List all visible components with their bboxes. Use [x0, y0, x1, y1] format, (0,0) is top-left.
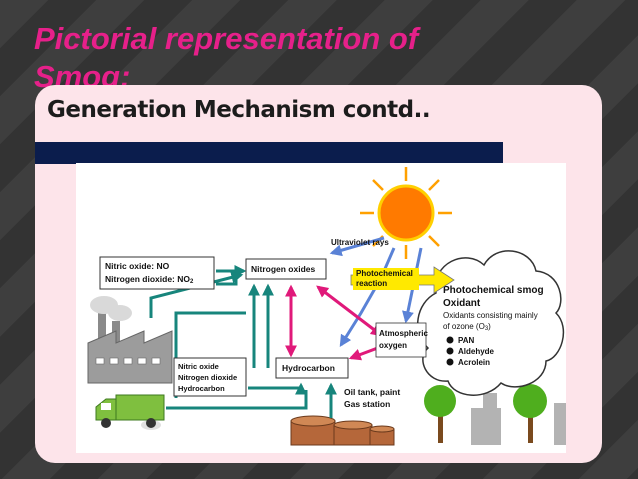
heading-underline-bar [35, 142, 503, 164]
photochemical-label-2: reaction [356, 279, 387, 288]
nitric-box-line1: Nitric oxide: NO [105, 261, 170, 271]
smog-diagram-svg: Photochemical smog Oxidant Oxidants cons… [87, 167, 566, 446]
card-heading: Generation Mechanism contd.. [47, 97, 431, 123]
photochemical-reaction-arrow: Photochemical reaction [350, 266, 455, 294]
nitrogen-oxides-label: Nitrogen oxides [251, 264, 316, 274]
smog-diagram: Photochemical smog Oxidant Oxidants cons… [76, 163, 566, 453]
smog-cloud-ozone: of ozone (O3) [443, 322, 491, 332]
smog-cloud: Photochemical smog Oxidant Oxidants cons… [417, 250, 565, 396]
bullet-icon [446, 347, 454, 355]
slide-title: Pictorial representation of Smog: [34, 21, 419, 90]
truck-icon [95, 394, 165, 430]
nitric-box-line2: Nitrogen dioxide: NO2 [105, 274, 194, 285]
arrow-nox-oxygen [316, 285, 383, 337]
smog-item-pan: PAN [458, 336, 475, 345]
factory-icon [87, 296, 173, 384]
oxygen-label-1: Atmospheric [379, 329, 428, 338]
smog-cloud-title: Photochemical smog [443, 285, 544, 296]
oil-tank-icon [290, 415, 395, 446]
content-card: Generation Mechanism contd.. [35, 85, 602, 463]
arrow-truck-to-hc [166, 390, 308, 410]
oil-tank-label-1: Oil tank, paint [344, 387, 400, 397]
smog-item-acrolein: Acrolein [458, 358, 490, 367]
arrow-uv-to-nox [329, 236, 385, 257]
nitric-oxide-box: Nitric oxide: NO Nitrogen dioxide: NO2 [99, 256, 215, 290]
bullet-icon [446, 358, 454, 366]
atmospheric-oxygen-box: Atmospheric oxygen [375, 322, 428, 358]
emission-box: Nitric oxide Nitrogen dioxide Hydrocarbo… [173, 357, 247, 397]
bullet-icon [446, 336, 454, 344]
smog-item-aldehyde: Aldehyde [458, 347, 495, 356]
trees-icon [424, 384, 566, 445]
oxygen-label-2: oxygen [379, 341, 407, 350]
emission-line2: Nitrogen dioxide [178, 373, 237, 382]
smog-cloud-oxidant: Oxidant [443, 298, 481, 309]
smog-cloud-oxidants-desc: Oxidants consisting mainly [443, 311, 538, 320]
hydrocarbon-box: Hydrocarbon [275, 357, 349, 379]
ultraviolet-label: Ultraviolet rays [331, 238, 389, 247]
arrow-emission-to-hc [248, 382, 307, 395]
hydrocarbon-label: Hydrocarbon [282, 363, 335, 373]
oil-tank-label-2: Gas station [344, 399, 390, 409]
photochemical-label-1: Photochemical [356, 269, 413, 278]
emission-line3: Hydrocarbon [178, 384, 225, 393]
sun-icon [360, 167, 452, 259]
nitrogen-oxides-box: Nitrogen oxides [245, 258, 327, 280]
emission-line1: Nitric oxide [178, 362, 219, 371]
